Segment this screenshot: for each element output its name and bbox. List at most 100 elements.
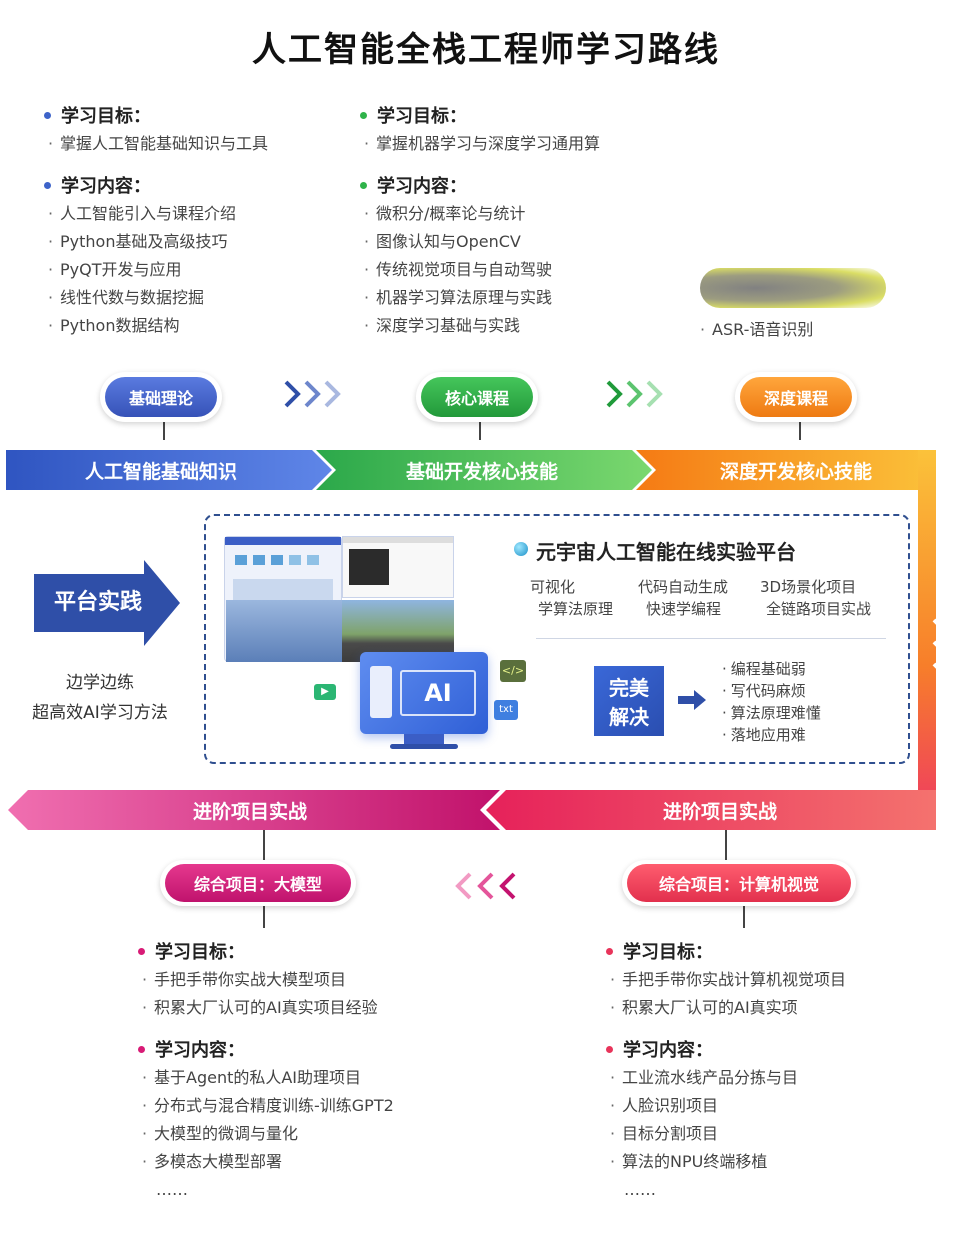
llm-content-item: 大模型的微调与量化 — [138, 1120, 394, 1148]
platform-name: 元宇宙人工智能在线实验平台 — [536, 540, 796, 564]
stage3-pill: 深度课程 — [740, 377, 852, 417]
bullet-dot-icon — [360, 181, 367, 189]
stage2-column: 学习目标： 掌握机器学习与深度学习通用算 学习内容： 微积分/概率论与统计 图像… — [360, 100, 600, 340]
feature-line-2: 学算法原理 — [538, 600, 614, 618]
llm-content-item: 基于Agent的私人AI助理项目 — [138, 1064, 394, 1092]
stage3-band-label: 深度开发核心技能 — [719, 460, 872, 483]
stage1-pill: 基础理论 — [105, 377, 217, 417]
cv-goal-item: 手把手带你实战计算机视觉项目 — [606, 966, 846, 994]
platform-slogan-1: 边学边练 — [66, 673, 134, 693]
bullet-dot-icon — [360, 111, 367, 119]
bullet-dot-icon — [44, 181, 51, 189]
llm-goal-item: 手把手带你实战大模型项目 — [138, 966, 394, 994]
cv-content-item: 目标分割项目 — [606, 1120, 846, 1148]
cv-content-item: 人脸识别项目 — [606, 1092, 846, 1120]
stage3-content-item: ASR-语音识别 — [696, 316, 813, 344]
connector-line — [263, 830, 265, 864]
problem-list: 编程基础弱 写代码麻烦 算法原理难懂 落地应用难 — [722, 658, 821, 746]
feature-line-1: 代码自动生成 — [638, 578, 729, 596]
chevron-left-icon — [452, 866, 522, 910]
arrow-right-icon — [678, 690, 706, 710]
stage1-content-item: PyQT开发与应用 — [44, 256, 268, 284]
chevron-right-icon — [282, 374, 346, 422]
monitor-base — [390, 744, 458, 749]
right-connector-band — [918, 450, 936, 810]
stage2-content-item: 机器学习算法原理与实践 — [360, 284, 600, 312]
bullet-dot-icon — [138, 1045, 145, 1053]
stage1-content-item: 线性代数与数据挖掘 — [44, 284, 268, 312]
advanced-band-left-label: 进阶项目实战 — [192, 800, 307, 823]
stage1-goal-heading: 学习目标： — [44, 100, 268, 130]
advanced-band — [8, 790, 936, 830]
txt-file-icon: txt — [494, 700, 518, 720]
llm-more-ellipsis: …… — [156, 1180, 188, 1199]
stage-band — [6, 450, 936, 490]
cv-project-column: 学习目标： 手把手带你实战计算机视觉项目 积累大厂认可的AI真实项 学习内容： … — [606, 936, 846, 1204]
stage2-goal-heading: 学习目标： — [360, 100, 600, 130]
problem-item: 算法原理难懂 — [722, 702, 821, 724]
globe-icon — [514, 542, 528, 556]
connector-line — [163, 418, 165, 440]
stage1-column: 学习目标： 掌握人工智能基础知识与工具 学习内容： 人工智能引入与课程介绍 Py… — [44, 100, 268, 340]
cv-goal-item: 积累大厂认可的AI真实项 — [606, 994, 846, 1022]
solution-badge: 完美 解决 — [594, 666, 664, 736]
cv-content-heading: 学习内容： — [606, 1034, 846, 1064]
cv-more-ellipsis: …… — [624, 1180, 656, 1199]
feature-line-1: 3D场景化项目 — [760, 578, 857, 596]
chevron-down-icon — [928, 612, 964, 686]
cv-goal-heading: 学习目标： — [606, 936, 846, 966]
feature-line-1: 可视化 — [530, 578, 576, 596]
feature-line-2: 快速学编程 — [646, 600, 722, 618]
connector-line — [725, 830, 727, 864]
problem-item: 写代码麻烦 — [722, 680, 821, 702]
llm-content-heading: 学习内容： — [138, 1034, 394, 1064]
bullet-dot-icon — [606, 947, 613, 955]
3d-scene-image — [226, 600, 342, 662]
connector-line — [479, 418, 481, 440]
connector-line — [263, 904, 265, 928]
solution-line-1: 完美 — [609, 676, 649, 700]
ai-monitor-icon: AI — [360, 652, 488, 734]
stage1-content-heading: 学习内容： — [44, 170, 268, 200]
stage2-content-item: 微积分/概率论与统计 — [360, 200, 600, 228]
platform-badge-arrow — [34, 560, 180, 646]
bullet-dot-icon — [44, 111, 51, 119]
cv-content-item: 工业流水线产品分拣与目 — [606, 1064, 846, 1092]
monitor-stand — [404, 734, 444, 744]
stage3-column: ASR-语音识别 — [696, 316, 813, 344]
stage2-band-label: 基础开发核心技能 — [405, 460, 558, 483]
llm-content-item: 分布式与混合精度训练-训练GPT2 — [138, 1092, 394, 1120]
platform-badge-label: 平台实践 — [53, 590, 142, 615]
cv-project-pill: 综合项目：计算机视觉 — [627, 864, 851, 902]
llm-project-column: 学习目标： 手把手带你实战大模型项目 积累大厂认可的AI真实项目经验 学习内容：… — [138, 936, 394, 1204]
page-title: 人工智能全栈工程师学习路线 — [252, 30, 720, 70]
cv-content-item: 算法的NPU终端移植 — [606, 1148, 846, 1176]
stage1-content-item: Python基础及高级技巧 — [44, 228, 268, 256]
obscured-patch-image — [700, 268, 886, 308]
llm-goal-item: 积累大厂认可的AI真实项目经验 — [138, 994, 394, 1022]
llm-project-pill: 综合项目：大模型 — [165, 864, 351, 902]
driving-scene-image — [342, 600, 454, 662]
llm-content-item: 多模态大模型部署 — [138, 1148, 394, 1176]
bullet-dot-icon — [138, 947, 145, 955]
stage2-content-item: 深度学习基础与实践 — [360, 312, 600, 340]
bullet-dot-icon — [606, 1045, 613, 1053]
stage2-content-item: 传统视觉项目与自动驾驶 — [360, 256, 600, 284]
connector-line — [799, 418, 801, 440]
problem-item: 编程基础弱 — [722, 658, 821, 680]
llm-goal-heading: 学习目标： — [138, 936, 394, 966]
stage2-goal-item: 掌握机器学习与深度学习通用算 — [360, 130, 600, 158]
stage1-content-item: Python数据结构 — [44, 312, 268, 340]
platform-feature: 可视化 学算法原理 — [530, 576, 613, 620]
solution-line-2: 解决 — [609, 705, 649, 729]
platform-panel — [204, 514, 910, 764]
play-icon: ▶ — [314, 684, 336, 700]
code-screenshot-image — [342, 536, 454, 598]
advanced-band-right-label: 进阶项目实战 — [662, 800, 777, 823]
stage2-content-item: 图像认知与OpenCV — [360, 228, 600, 256]
platform-slogan-2: 超高效AI学习方法 — [32, 703, 168, 723]
chevron-right-icon — [604, 374, 668, 422]
stage1-content-item: 人工智能引入与课程介绍 — [44, 200, 268, 228]
stage2-pill: 核心课程 — [421, 377, 533, 417]
platform-feature: 代码自动生成 快速学编程 — [638, 576, 728, 620]
